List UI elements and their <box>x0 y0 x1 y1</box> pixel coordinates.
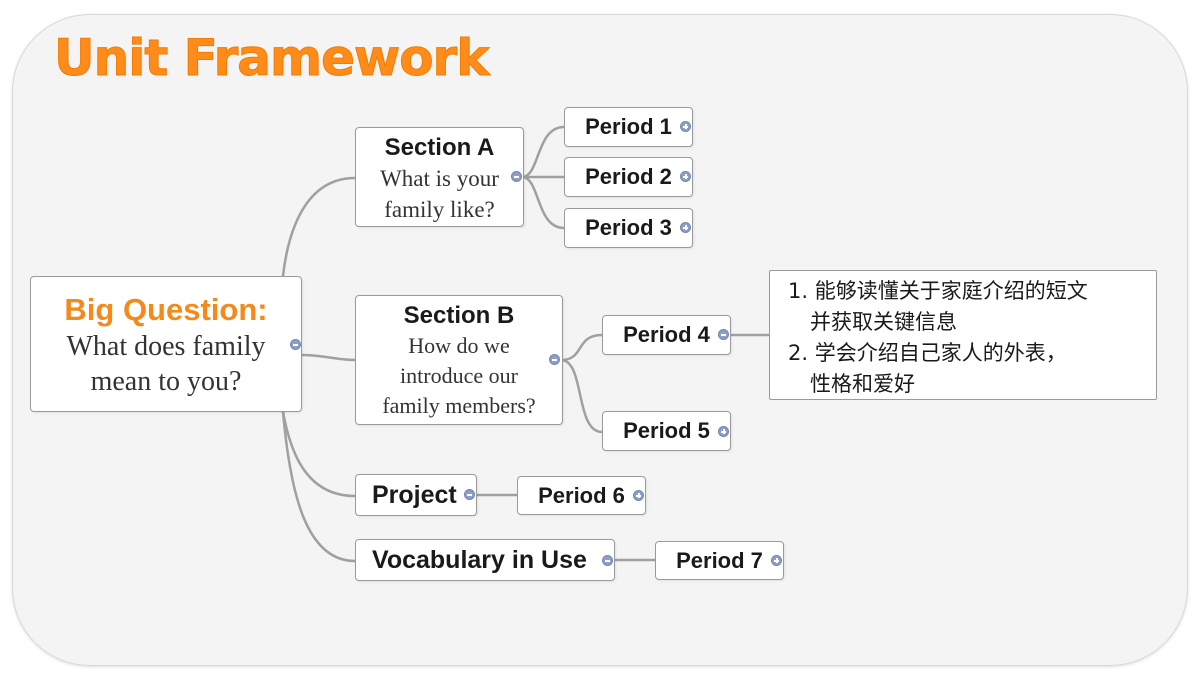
period-4-node[interactable]: Period 4 <box>602 315 731 355</box>
connector-section-a-period-3 <box>520 175 566 230</box>
minus-circle-icon[interactable] <box>549 354 560 365</box>
section-a-line-1: What is your <box>380 166 499 191</box>
notes-line-2: 并获取关键信息 <box>810 310 957 334</box>
minus-circle-icon[interactable] <box>464 489 475 500</box>
connector-section-b-period-5 <box>559 358 604 434</box>
plus-circle-icon[interactable] <box>771 555 782 566</box>
connector-root-section-a <box>281 176 357 278</box>
section-b-line-1: How do we <box>408 333 510 358</box>
period-6-node[interactable]: Period 6 <box>517 476 646 515</box>
project-node[interactable]: Project <box>355 474 477 516</box>
notes-line-3: 2. 学会介绍自己家人的外表， <box>788 341 1067 365</box>
period-7-node[interactable]: Period 7 <box>655 541 784 580</box>
big-question-line-1: What does family <box>66 331 266 362</box>
connector-root-project <box>281 410 357 498</box>
period-3-node[interactable]: Period 3 <box>564 208 693 248</box>
notes-line-1: 1. 能够读懂关于家庭介绍的短文 <box>788 279 1088 303</box>
section-b-heading: Section B <box>403 302 515 329</box>
period-5-node[interactable]: Period 5 <box>602 411 731 451</box>
minus-circle-icon[interactable] <box>290 339 301 350</box>
plus-circle-icon[interactable] <box>680 121 691 132</box>
section-a-line-2: family like? <box>384 197 495 222</box>
connector-root-section-b <box>299 353 357 362</box>
plus-circle-icon[interactable] <box>633 490 644 501</box>
plus-circle-icon[interactable] <box>680 171 691 182</box>
section-a-heading: Section A <box>384 134 495 161</box>
connector-root-vocabulary <box>281 410 357 563</box>
period-4-notes: 1. 能够读懂关于家庭介绍的短文 并获取关键信息 2. 学会介绍自己家人的外表，… <box>769 270 1157 400</box>
vocabulary-node[interactable]: Vocabulary in Use <box>355 539 615 581</box>
page-title: Unit Framework <box>53 29 489 88</box>
minus-circle-icon[interactable] <box>511 171 522 182</box>
period-2-node[interactable]: Period 2 <box>564 157 693 197</box>
connector-section-b-period-4 <box>559 333 604 362</box>
section-b-line-3: family members? <box>382 393 536 418</box>
big-question-heading: Big Question: <box>64 292 268 327</box>
minus-circle-icon[interactable] <box>718 329 729 340</box>
section-a-node[interactable]: Section A What is your family like? <box>355 127 524 227</box>
period-1-node[interactable]: Period 1 <box>564 107 693 147</box>
notes-line-4: 性格和爱好 <box>810 372 915 396</box>
big-question-line-2: mean to you? <box>90 366 242 397</box>
section-b-node[interactable]: Section B How do we introduce our family… <box>355 295 563 425</box>
plus-circle-icon[interactable] <box>680 222 691 233</box>
big-question-node[interactable]: Big Question: What does family mean to y… <box>30 276 302 412</box>
minus-circle-icon[interactable] <box>602 555 613 566</box>
plus-circle-icon[interactable] <box>718 426 729 437</box>
connector-section-a-period-1 <box>520 125 566 179</box>
section-b-line-2: introduce our <box>400 363 518 388</box>
